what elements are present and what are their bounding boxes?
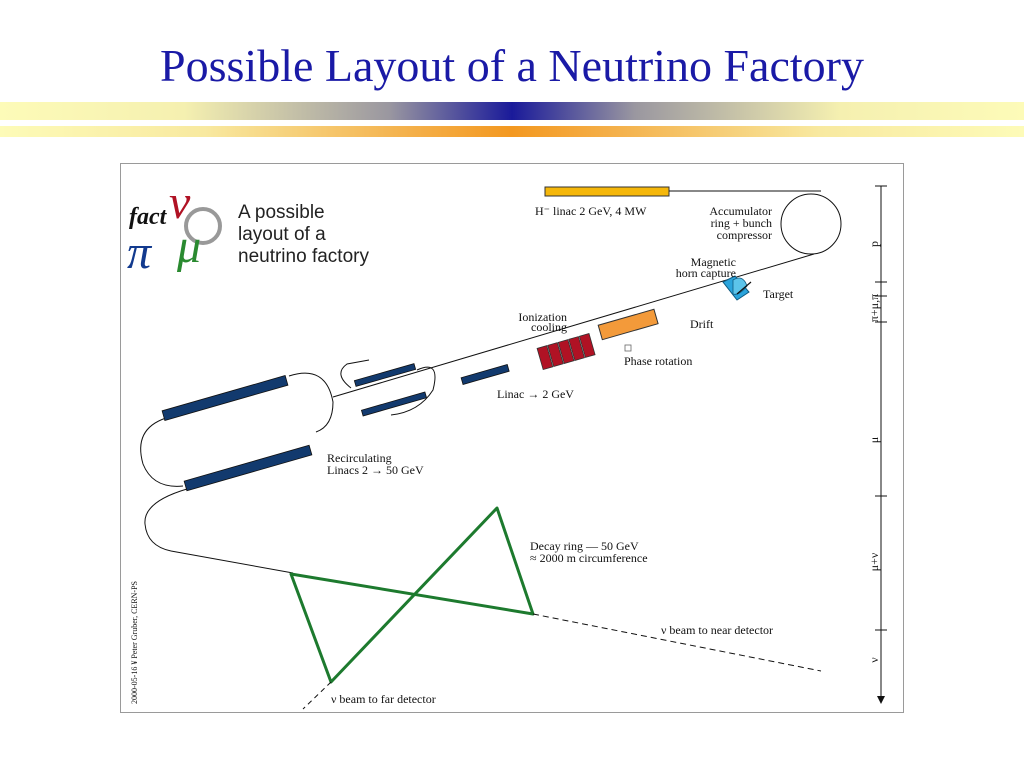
decay-ring-feed (170, 550, 294, 574)
label-hminus-linac: H⁻ linac 2 GeV, 4 MW (535, 204, 647, 218)
label-recirc-1: Recirculating (327, 451, 392, 465)
near-detector-beam (532, 613, 822, 672)
diagram-heading-line-2: layout of a (238, 224, 326, 245)
label-linac: Linac → 2 GeV (497, 387, 574, 401)
small-linac-bottom (360, 391, 428, 417)
logo: fact ν π μ (127, 176, 222, 279)
label-accumulator-2: ring + bunch (711, 216, 772, 230)
logo-nu: ν (169, 176, 191, 229)
label-target: Target (763, 287, 794, 301)
axis-label-nu: ν (867, 657, 881, 663)
recirc-linac-top (161, 375, 289, 421)
logo-ring (184, 207, 222, 245)
stage-axis (875, 185, 887, 704)
label-near-beam: ν beam to near detector (661, 623, 773, 637)
ionization-cooling (536, 333, 596, 371)
logo-pi: π (127, 226, 153, 279)
label-drift: Drift (690, 317, 714, 331)
beam-line (332, 253, 815, 398)
big-loop-right (288, 372, 334, 433)
axis-label-mu: μ (867, 437, 881, 443)
label-credit: 2000-05-16 ¥ Peter Gruber, CERN-PS (130, 581, 139, 704)
linac-2gev-bar (460, 364, 510, 385)
transfer-to-decay (144, 488, 188, 552)
title-stripe-bottom (0, 126, 1024, 137)
label-accumulator-3: compressor (717, 228, 772, 242)
decay-ring (289, 506, 535, 684)
label-magnetic-1: Magnetic (691, 255, 736, 269)
accumulator-ring (780, 193, 842, 255)
axis-label-pi-mu: π+μ,π (867, 294, 881, 322)
far-detector-beam (302, 681, 332, 710)
phase-rotation-marker (624, 344, 632, 352)
diagram-heading-line-3: neutrino factory (238, 246, 369, 267)
title-stripe-top (0, 102, 1024, 120)
label-phase-rotation: Phase rotation (624, 354, 692, 368)
label-ionization-2: cooling (531, 320, 567, 334)
label-decay-1: Decay ring — 50 GeV (530, 539, 639, 553)
logo-mu: μ (176, 220, 201, 273)
label-magnetic-2: horn capture (676, 266, 736, 280)
label-recirc-2: Linacs 2 → 50 GeV (327, 463, 424, 477)
label-far-beam: ν beam to far detector (331, 692, 436, 706)
axis-label-p: p (867, 241, 881, 247)
neutrino-factory-diagram: fact ν π μ A possible layout of a neutri… (127, 176, 887, 710)
diagram-frame: fact ν π μ A possible layout of a neutri… (120, 163, 904, 713)
recirc-linac-bottom (183, 444, 313, 492)
label-decay-2: ≈ 2000 m circumference (530, 551, 648, 565)
small-linac-top (353, 363, 417, 387)
target-marker (736, 281, 752, 295)
label-ionization-1: Ionization (518, 310, 567, 324)
slide-title: Possible Layout of a Neutrino Factory (160, 40, 864, 91)
small-loop-left (340, 359, 370, 389)
logo-word: fact (129, 204, 168, 230)
magnetic-horn (722, 275, 750, 301)
axis-label-mu-nu: μ+ν (867, 552, 881, 571)
diagram-heading-line-1: A possible (238, 202, 325, 223)
hminus-linac-bar (544, 186, 670, 197)
label-accumulator-1: Accumulator (709, 204, 772, 218)
small-loop-right (390, 366, 436, 416)
phase-rotation-block (597, 308, 659, 341)
big-loop-left (140, 417, 184, 487)
